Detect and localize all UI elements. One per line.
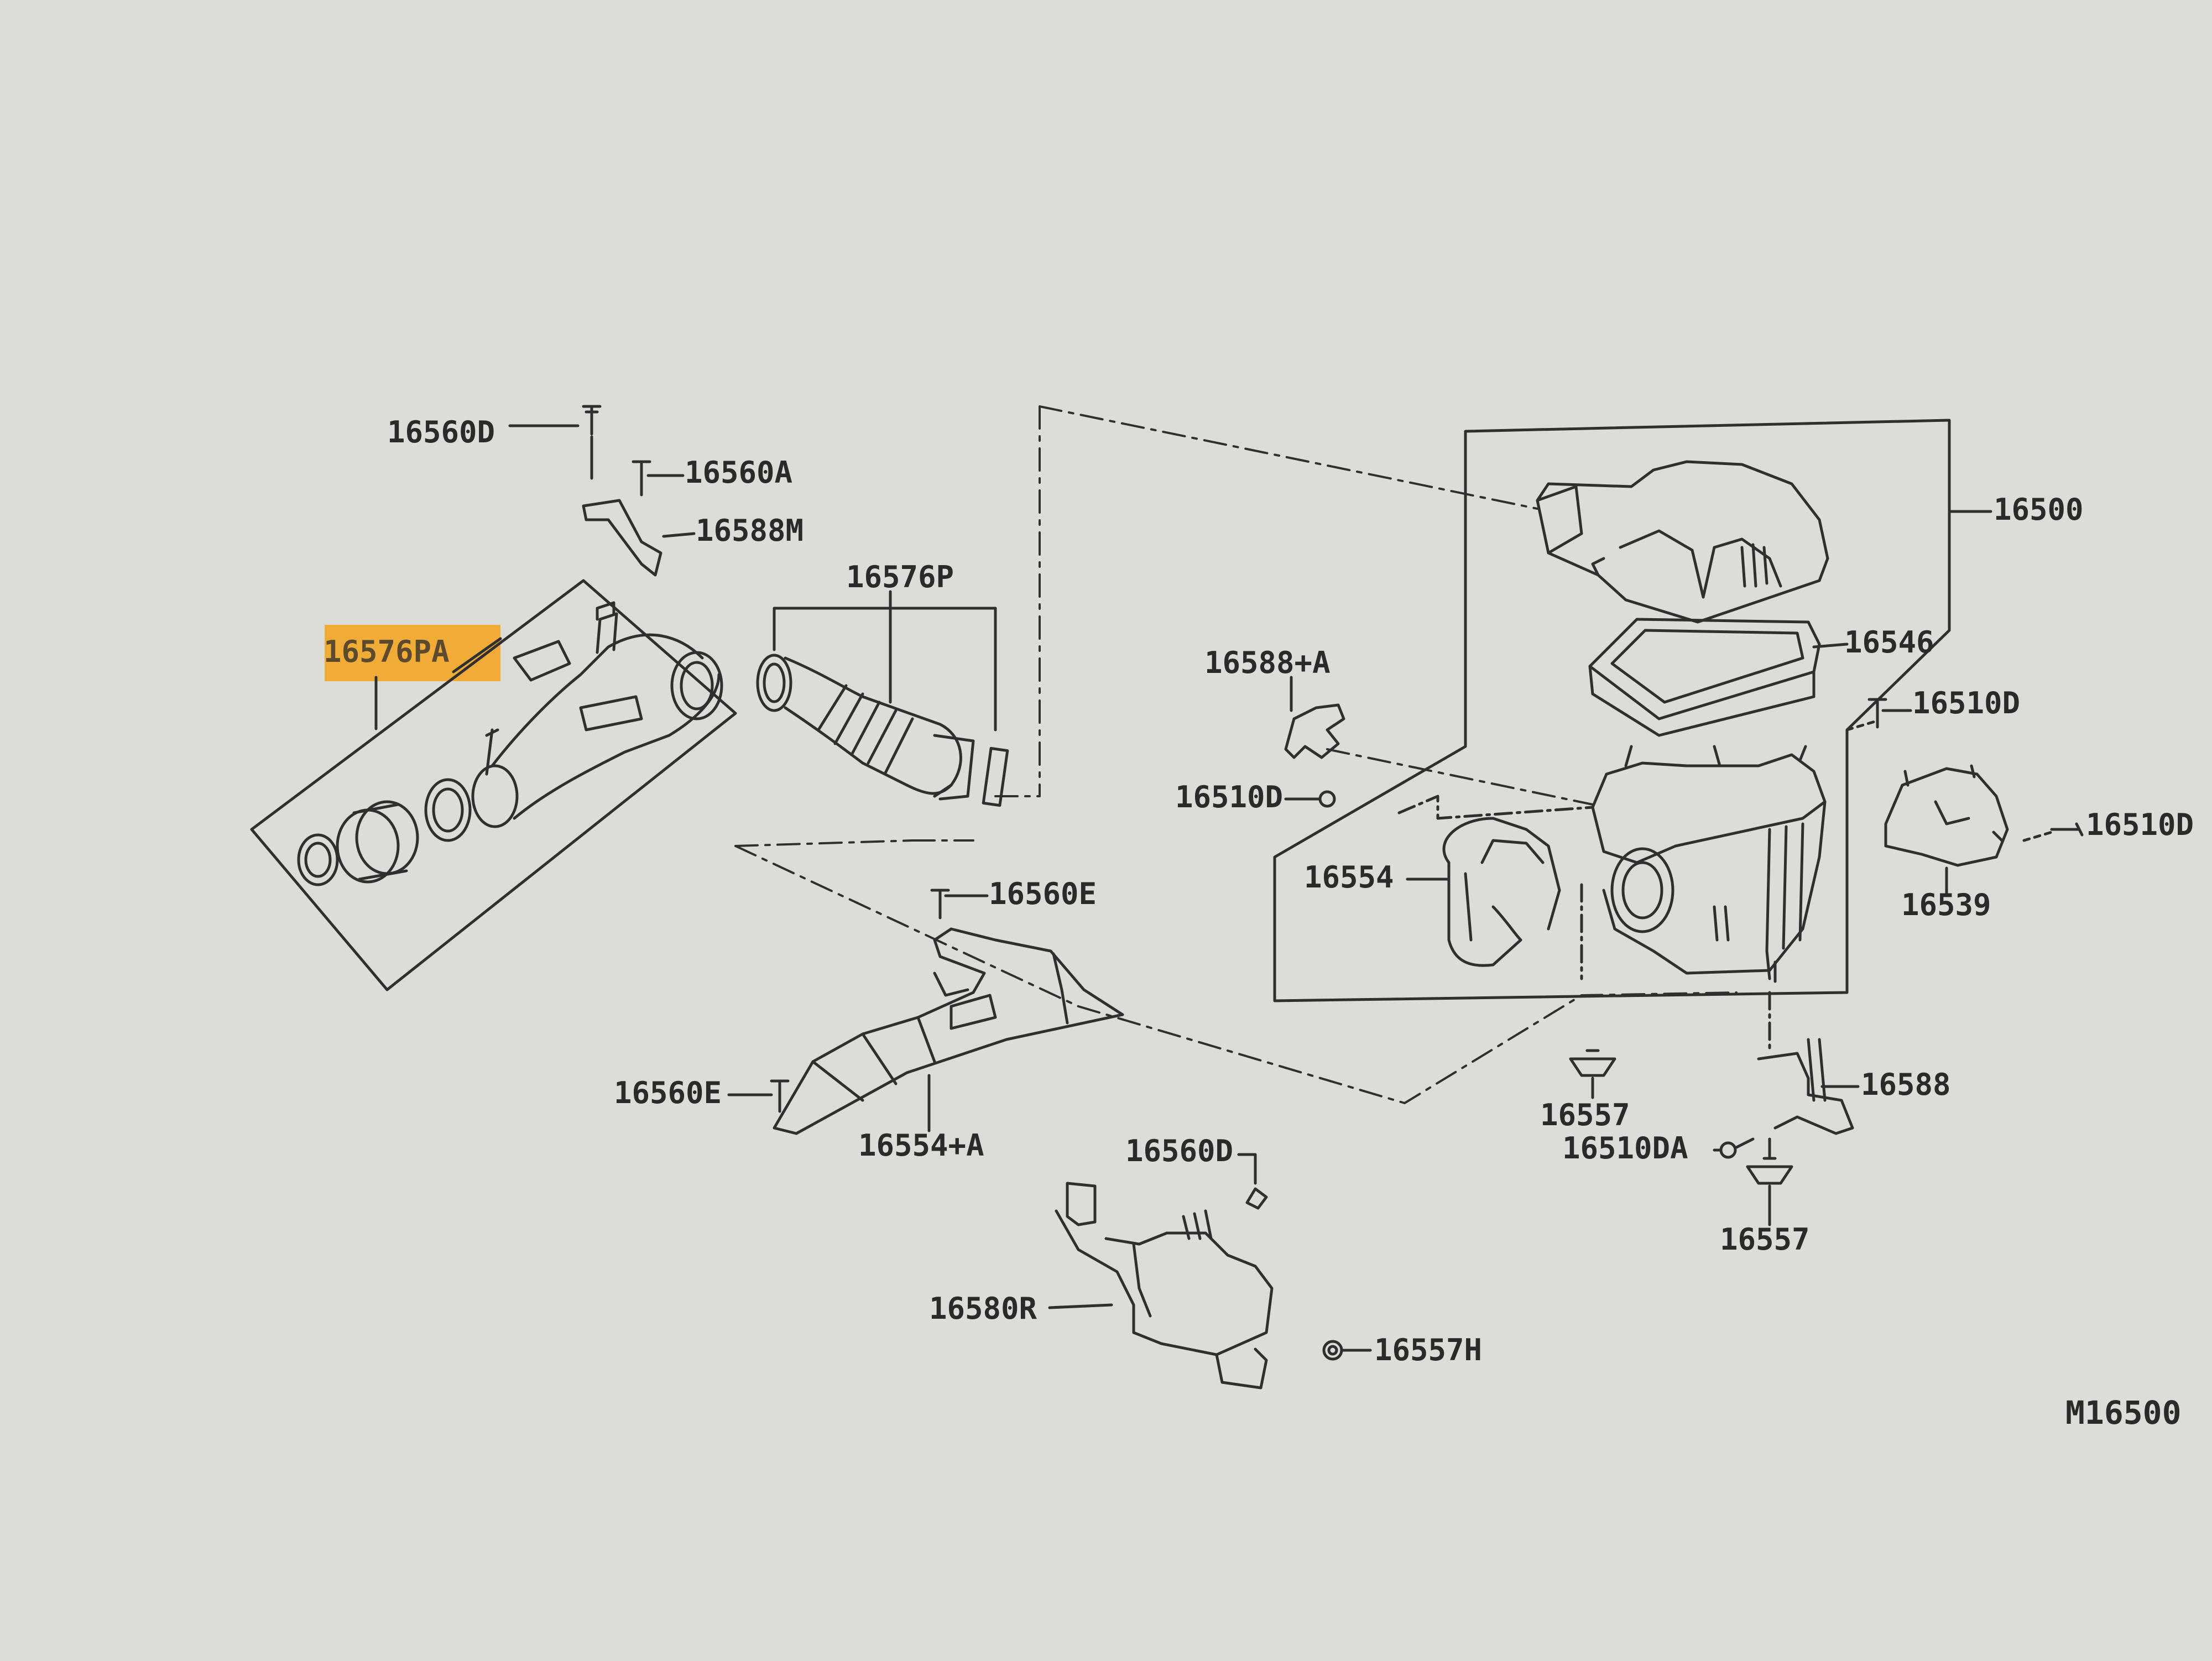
- label-16560A: 16560A: [685, 455, 792, 490]
- intake-duct-16554A: [773, 927, 1124, 1135]
- label-16560D-low: 16560D: [1125, 1134, 1233, 1168]
- label-16560E-lower: 16560E: [614, 1075, 722, 1110]
- label-16588A: 16588+A: [1204, 645, 1331, 680]
- label-16588: 16588: [1861, 1067, 1951, 1102]
- resonator-hose-16554: [1442, 817, 1561, 967]
- dash-16510D-far: [2022, 830, 2053, 842]
- bolt-16510D-far: [2050, 822, 2084, 837]
- label-16554: 16554: [1304, 860, 1394, 895]
- bolt-16560D-top: [582, 405, 602, 480]
- label-16560E-upper: 16560E: [989, 876, 1097, 911]
- highlight-marker: [325, 625, 500, 681]
- bolt-16510D-right: [1867, 698, 1887, 729]
- inlet-duct-assembly: [297, 601, 723, 886]
- label-16580R: 16580R: [929, 1291, 1037, 1326]
- bracket-16588: [1757, 1038, 1854, 1135]
- bolt-16510DA: [1719, 1141, 1737, 1159]
- label-16510D-far: 16510D: [2086, 807, 2194, 842]
- leader-16576PA-diag: [452, 637, 502, 673]
- label-16546: 16546: [1844, 625, 1934, 660]
- leader-16560D-low: [1237, 1153, 1257, 1185]
- inlet-duct-group-box: [250, 579, 737, 991]
- clip-16588A: [1284, 703, 1345, 759]
- nut-16557H: [1322, 1340, 1343, 1361]
- bolt-16560E-upper: [930, 889, 950, 920]
- label-16557-mid: 16557: [1540, 1098, 1630, 1132]
- label-16560D-top: 16560D: [387, 415, 495, 450]
- bracket-16588M: [582, 499, 662, 577]
- bolt-16560A: [632, 460, 651, 497]
- label-16557-low: 16557: [1720, 1222, 1810, 1257]
- leader-16510DA: [1713, 1137, 1755, 1152]
- air-cleaner-lower-case: [1591, 745, 1827, 983]
- label-16588M: 16588M: [696, 513, 804, 548]
- leader-16580R: [1048, 1303, 1113, 1309]
- label-16539: 16539: [1901, 887, 1991, 922]
- grommet-16557-low: [1746, 1157, 1793, 1185]
- air-filter-element-16546: [1588, 618, 1821, 737]
- label-16510D-left: 16510D: [1175, 780, 1283, 814]
- label-16510DA: 16510DA: [1562, 1131, 1688, 1166]
- phantom-line-middle: [734, 839, 1738, 1104]
- label-16576PA: 16576PA: [324, 634, 450, 669]
- label-16500: 16500: [1994, 492, 2084, 527]
- air-cleaner-group-box: [1273, 419, 1951, 1002]
- air-duct-hose-16576P: [756, 654, 1009, 807]
- phantom-line-upper: [994, 405, 1538, 797]
- bolt-16560D-low: [1245, 1187, 1268, 1210]
- resonator-16580R: [1055, 1182, 1274, 1390]
- label-16554A: 16554+A: [858, 1128, 984, 1163]
- bolt-16510D-left: [1318, 790, 1336, 808]
- leader-16588M: [662, 532, 696, 538]
- diagram-id: M16500: [2065, 1394, 2182, 1432]
- dash-16554-connection: [1397, 795, 1594, 820]
- air-cleaner-upper-cover: [1536, 460, 1829, 624]
- dash-16510D-right: [1845, 720, 1876, 732]
- bracket-leader-16576P: [773, 607, 997, 732]
- grommet-16557-mid: [1569, 1049, 1616, 1077]
- label-16510D-right: 16510D: [1912, 686, 2020, 720]
- leader-16546: [1812, 643, 1849, 649]
- bolt-16560E-lower: [770, 1079, 790, 1113]
- label-16576P: 16576P: [846, 560, 954, 594]
- bracket-16539: [1884, 764, 2009, 867]
- phantom-line-mid2: [911, 748, 1594, 842]
- label-16557H: 16557H: [1374, 1333, 1482, 1367]
